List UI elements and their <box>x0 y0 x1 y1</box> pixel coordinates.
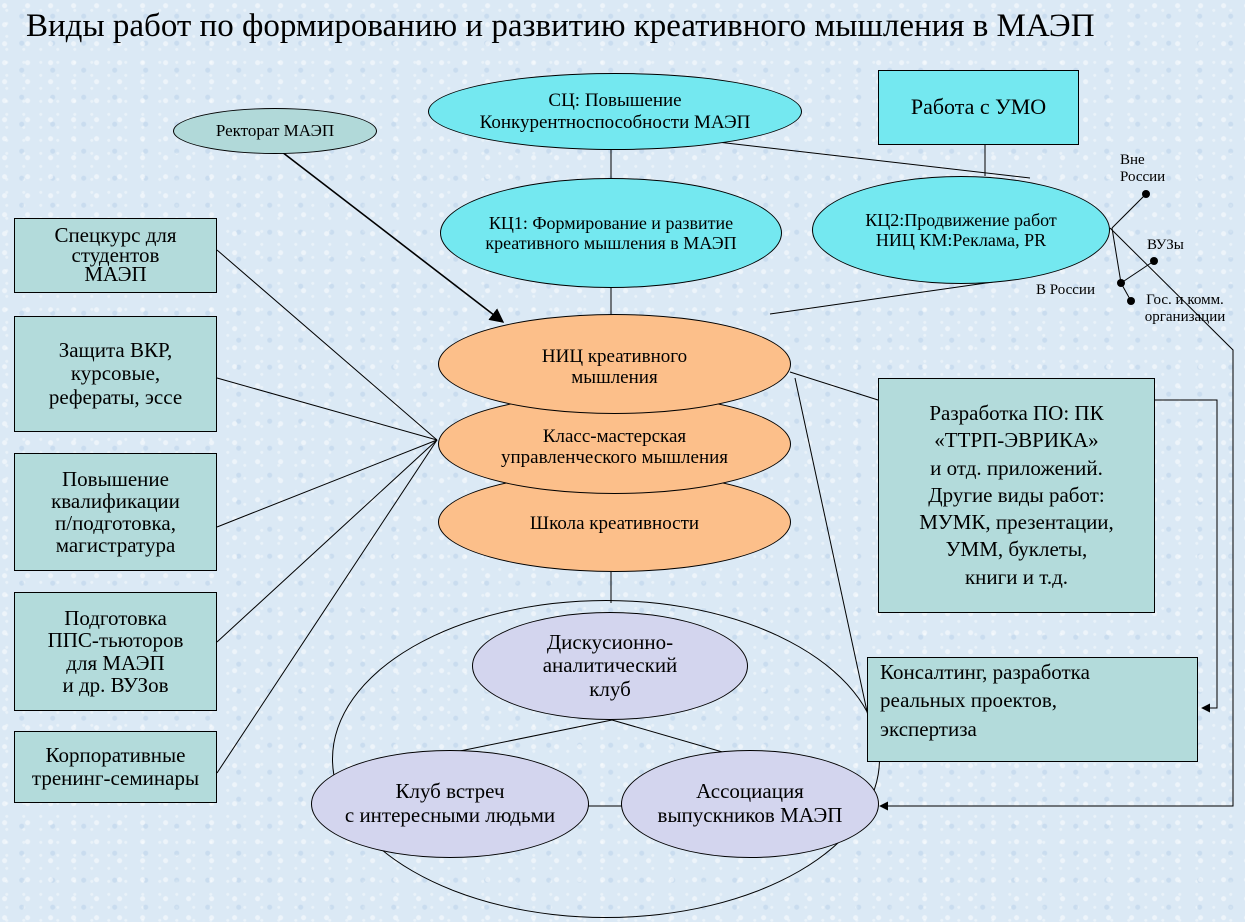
left-box-tutor-training: Подготовка ППС-тьюторов для МАЭП и др. В… <box>14 592 217 711</box>
line-sc-kc2 <box>699 139 1031 179</box>
node-russia-dot <box>1117 279 1125 287</box>
line-box1 <box>216 249 438 441</box>
branch-russia <box>1111 227 1122 284</box>
line-box4 <box>216 439 438 643</box>
consulting-box: Консалтинг, разработка реальных проектов… <box>867 657 1198 762</box>
label-universities: ВУЗы <box>1147 237 1184 253</box>
meetings-club-ellipse: Клуб встреч с интересными людьми <box>311 750 589 858</box>
branch-universities <box>1120 260 1155 284</box>
rectorate-arrow <box>281 151 505 323</box>
line-nic-consulting <box>794 377 869 717</box>
kc2-ellipse: КЦ2:Продвижение работ НИЦ КМ:Реклама, PR <box>812 176 1110 284</box>
left-box-thesis-defense: Защита ВКР, курсовые, рефераты, эссе <box>14 316 217 432</box>
node-organizations-dot <box>1127 297 1135 305</box>
label-abroad: Вне России <box>1120 152 1166 186</box>
rectorate-ellipse: Ректорат МАЭП <box>173 108 377 154</box>
left-box-qualification: Повышение квалификации п/подготовка, маг… <box>14 453 217 571</box>
branch-abroad <box>1111 193 1147 229</box>
umo-box: Работа с УМО <box>878 70 1079 145</box>
label-organizations: Гос. и комм. организации <box>1144 292 1226 326</box>
discussion-club-ellipse: Дискусионно- аналитический клуб <box>472 612 748 720</box>
sc-competitiveness-ellipse: СЦ: Повышение Конкурентноспособности МАЭ… <box>428 73 802 150</box>
line-nic-software <box>789 371 879 401</box>
line-box2 <box>216 377 438 441</box>
line-box3 <box>216 439 438 528</box>
software-development-box: Разработка ПО: ПК «ТТРП-ЭВРИКА» и отд. п… <box>878 378 1155 613</box>
node-universities-dot <box>1150 257 1158 265</box>
page-title: Виды работ по формированию и развитию кр… <box>26 8 1095 44</box>
left-box-corporate-training: Корпоративные тренинг-семинары <box>14 731 217 803</box>
alumni-ellipse: Ассоциация выпускников МАЭП <box>621 750 879 858</box>
node-abroad-dot <box>1142 190 1150 198</box>
line-box5 <box>216 439 438 774</box>
kc1-ellipse: КЦ1: Формирование и развитие креативного… <box>440 178 782 288</box>
label-in-russia: В России <box>1036 282 1095 298</box>
nic-creative-ellipse: НИЦ креативного мышления <box>438 314 791 414</box>
kc2-alumni-arrow <box>879 227 1234 811</box>
software-consulting-arrow <box>1155 399 1218 713</box>
line-kc2-nic <box>769 280 1001 315</box>
left-box-special-course: Спецкурс для студентов МАЭП <box>14 218 217 293</box>
